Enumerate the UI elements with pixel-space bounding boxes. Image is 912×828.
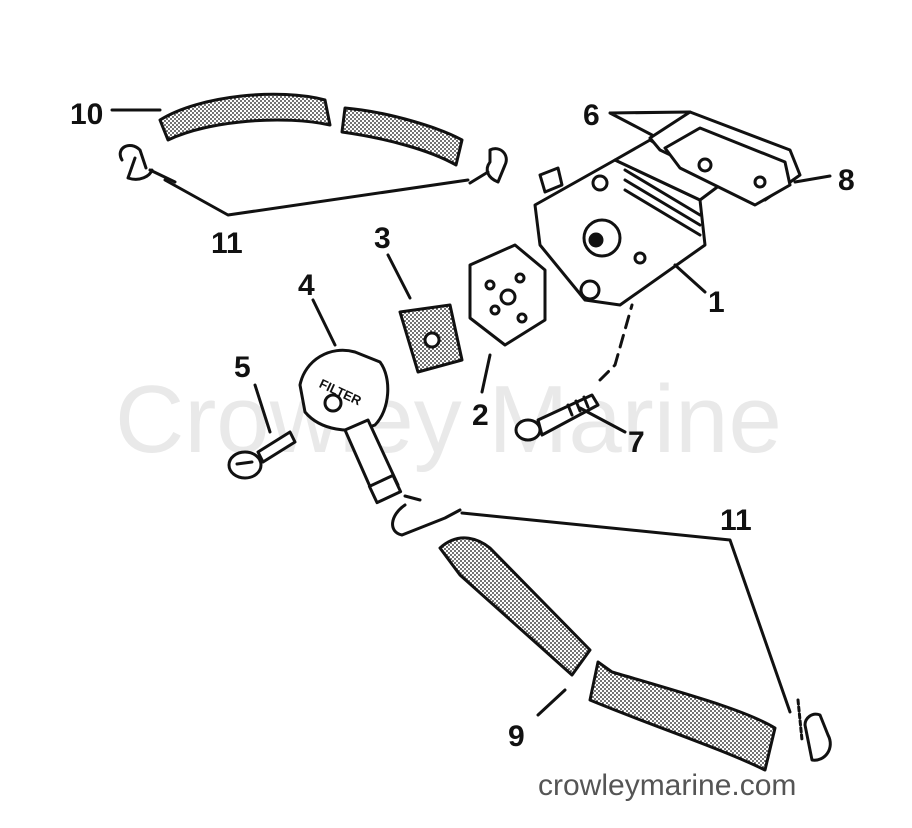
filter-screen — [398, 303, 464, 374]
cap-screw — [227, 430, 297, 480]
leader-9 — [536, 688, 567, 717]
gasket — [468, 243, 547, 347]
callout-9: 9 — [508, 720, 525, 753]
lower-hose-clamps — [391, 494, 832, 762]
callout-7: 7 — [628, 426, 645, 459]
callout-3: 3 — [374, 222, 391, 255]
reed-valve-plates — [648, 110, 802, 207]
leader-3 — [386, 253, 412, 300]
footer-url: crowleymarine.com — [538, 769, 796, 802]
leader-1 — [673, 263, 707, 294]
leader-6 — [608, 110, 692, 137]
leader-5 — [253, 383, 272, 434]
leader-4 — [311, 298, 337, 347]
leader-2 — [480, 353, 492, 394]
leader-8 — [793, 174, 832, 184]
callout-6: 6 — [583, 99, 600, 132]
lower-fuel-hose — [438, 536, 777, 772]
callout-10: 10 — [70, 98, 103, 131]
upper-fuel-hose — [158, 92, 464, 167]
leader-7 — [578, 406, 627, 434]
callout-8: 8 — [838, 164, 855, 197]
leader-11-top — [163, 178, 470, 217]
callout-1: 1 — [708, 286, 725, 319]
callout-5: 5 — [234, 351, 251, 384]
callout-4: 4 — [298, 269, 315, 302]
upper-hose-clamps — [118, 144, 508, 185]
callout-11-top: 11 — [211, 227, 243, 260]
callout-2: 2 — [472, 399, 489, 432]
watermark: Crowley Marine — [115, 366, 782, 473]
filter-cap: FILTER — [298, 348, 403, 505]
leader-11-bottom — [460, 511, 792, 714]
callout-11-bottom: 11 — [720, 504, 752, 537]
fuel-pump-body — [533, 138, 722, 307]
screw-alignment-line — [598, 303, 634, 382]
